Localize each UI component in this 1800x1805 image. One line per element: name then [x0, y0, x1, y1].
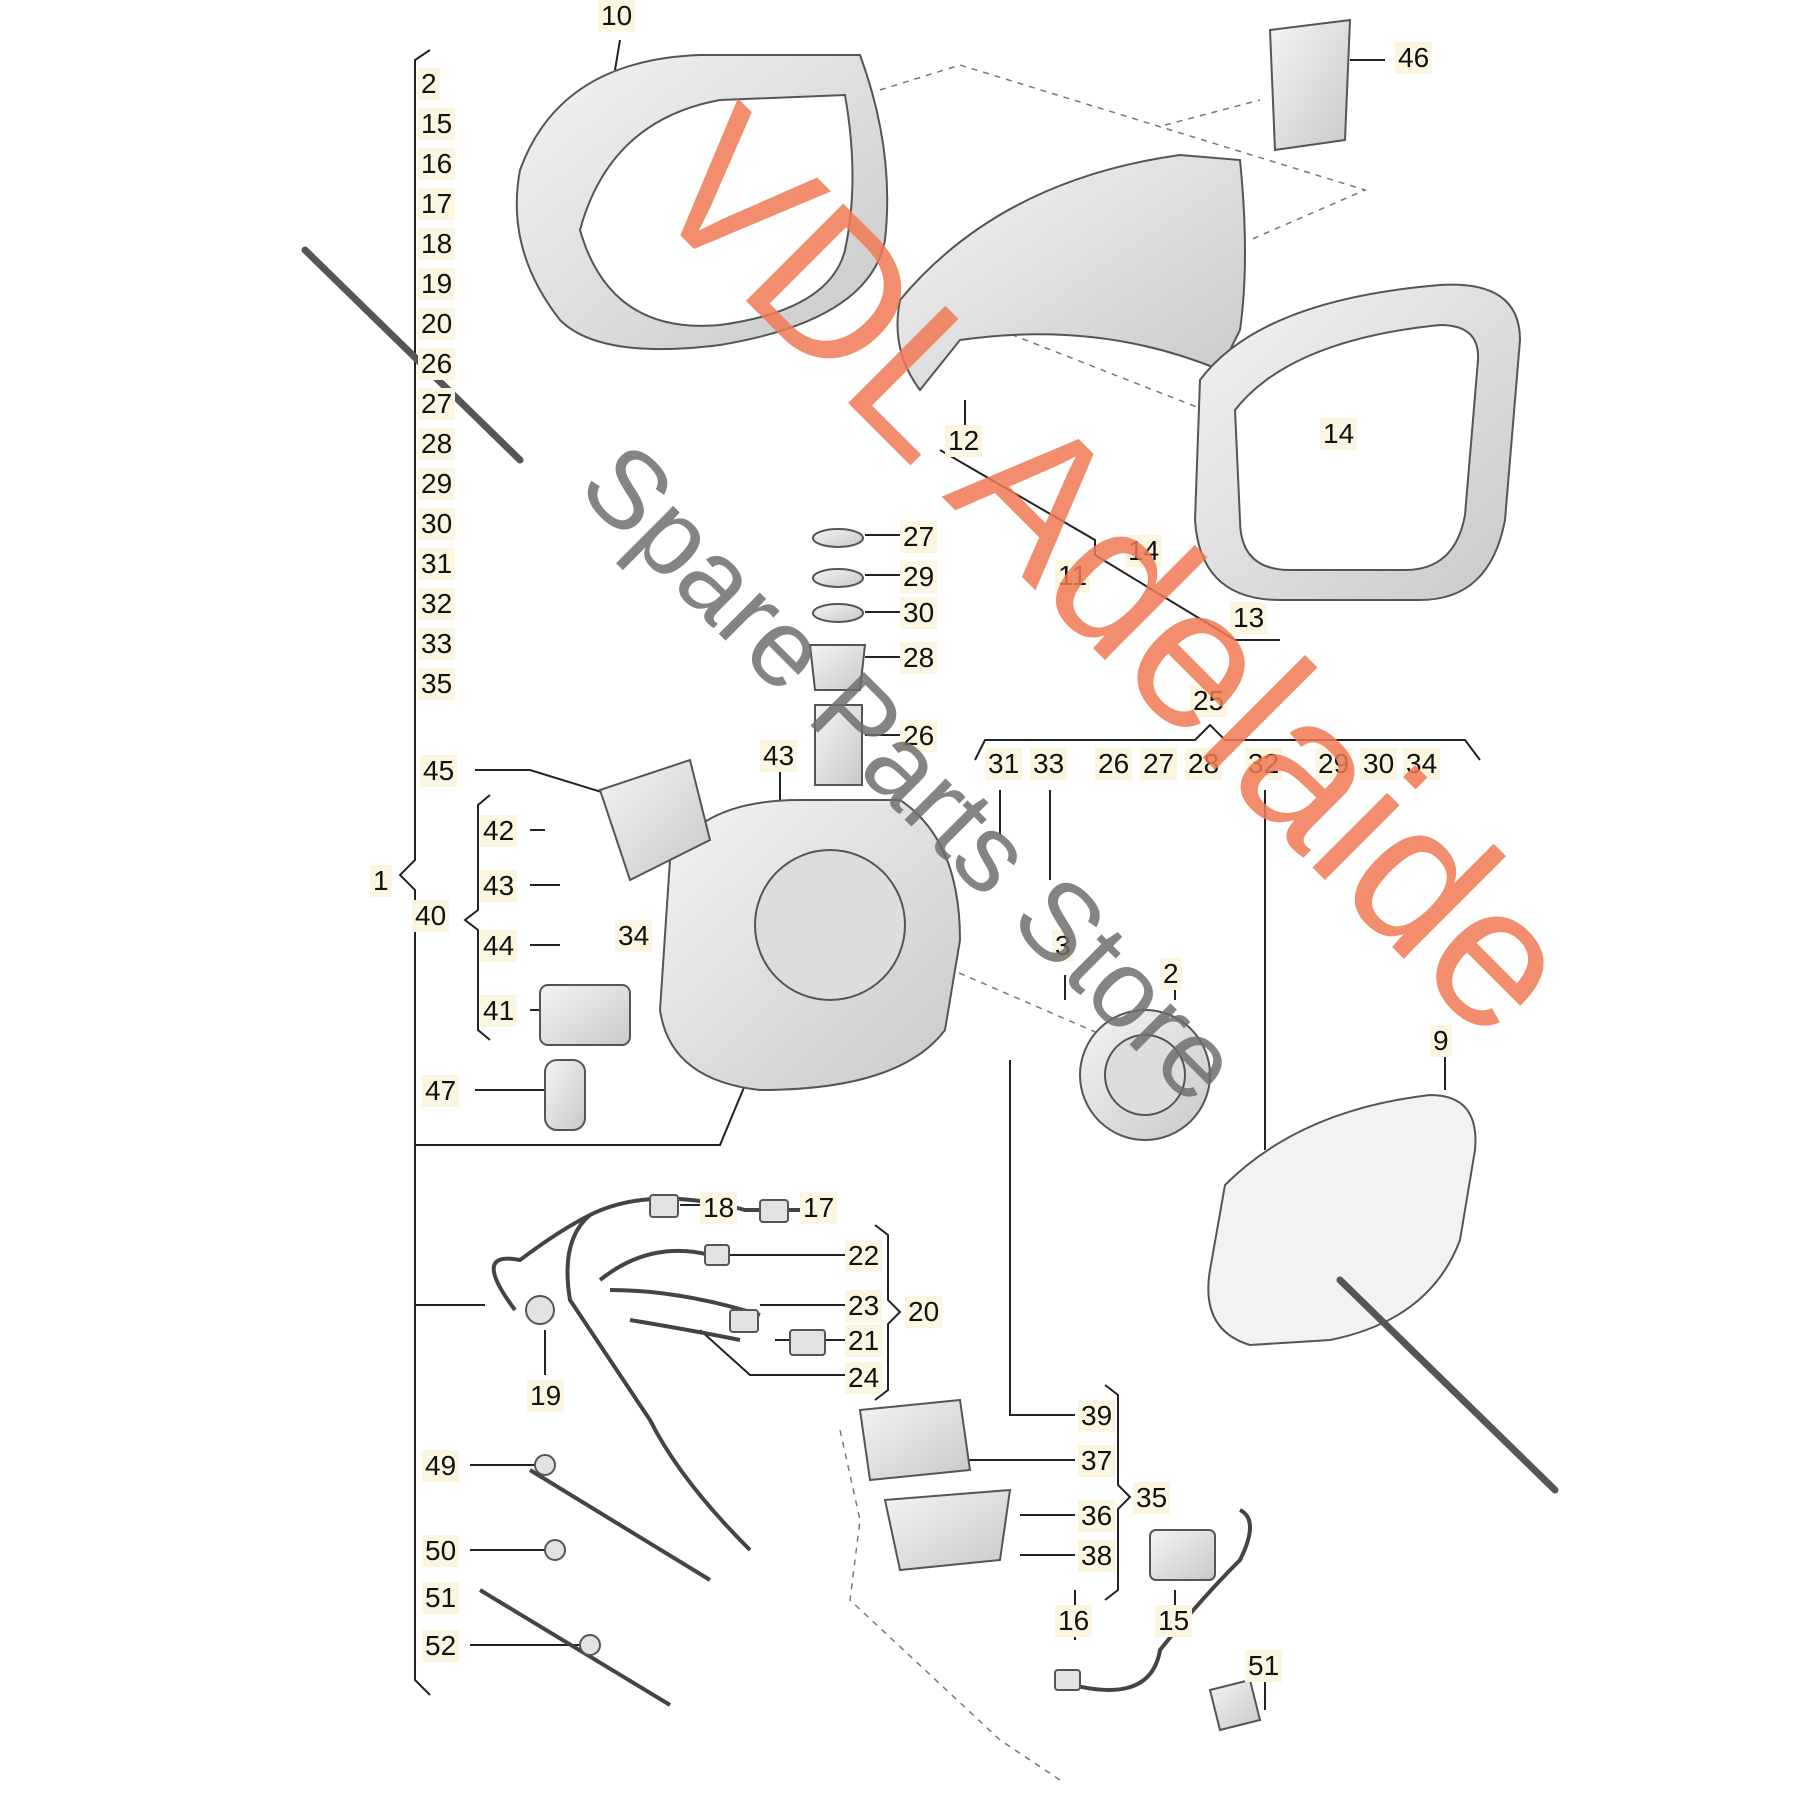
- left-column-number: 31: [418, 548, 456, 580]
- frame-36: [883, 1488, 1012, 1572]
- left-column-number: 17: [418, 188, 456, 220]
- callout-c43a: 43: [760, 740, 798, 772]
- left-column-number: 32: [418, 588, 456, 620]
- callout-c3: 3: [1052, 930, 1074, 962]
- callout-c34: 34: [615, 920, 653, 952]
- brace-25: [974, 723, 1481, 761]
- callout-c16: 16: [1055, 1605, 1093, 1637]
- callout-c29: 29: [900, 561, 938, 593]
- callout-c52: 52: [422, 1630, 460, 1662]
- callout-c1: 1: [370, 865, 392, 897]
- callout-c36: 36: [1078, 1500, 1116, 1532]
- callout-r30: 30: [1360, 748, 1398, 780]
- callout-r29: 29: [1315, 748, 1353, 780]
- callout-r28: 28: [1185, 748, 1223, 780]
- left-column-number: 18: [418, 228, 456, 260]
- callout-r33: 33: [1030, 748, 1068, 780]
- callout-c47: 47: [422, 1075, 460, 1107]
- callout-c22: 22: [845, 1240, 883, 1272]
- callout-c41: 41: [480, 995, 518, 1027]
- callout-r31: 31: [985, 748, 1023, 780]
- spring-26: [814, 704, 863, 786]
- callout-c51: 51: [422, 1582, 460, 1614]
- callout-c45: 45: [420, 755, 458, 787]
- callout-c20: 20: [905, 1296, 943, 1328]
- callout-c50: 50: [422, 1535, 460, 1567]
- connector-15: [1149, 1529, 1216, 1581]
- left-column-number: 2: [418, 68, 440, 100]
- callout-c12: 12: [945, 425, 983, 457]
- callout-c10: 10: [598, 0, 636, 32]
- callout-c2: 2: [1160, 958, 1182, 990]
- callout-c49: 49: [422, 1450, 460, 1482]
- callout-c14b: 14: [1125, 535, 1163, 567]
- callout-c15: 15: [1155, 1605, 1193, 1637]
- callout-r27: 27: [1140, 748, 1178, 780]
- left-column-number: 35: [418, 668, 456, 700]
- callout-c18: 18: [700, 1192, 738, 1224]
- glass-9: [1207, 1093, 1477, 1347]
- left-column-number: 20: [418, 308, 456, 340]
- bracket-45: [598, 758, 712, 882]
- left-column-number: 29: [418, 468, 456, 500]
- callout-c38: 38: [1078, 1540, 1116, 1572]
- housing-12: [896, 153, 1246, 392]
- motor-47: [544, 1059, 586, 1131]
- callout-c51b: 51: [1245, 1650, 1283, 1682]
- callout-c23: 23: [845, 1290, 883, 1322]
- brace-40: [463, 794, 491, 1041]
- callout-c17: 17: [800, 1192, 838, 1224]
- callout-r34: 34: [1403, 748, 1441, 780]
- clip-51b: [1208, 1678, 1262, 1732]
- callout-c11: 11: [1055, 560, 1091, 592]
- callout-c13: 13: [1230, 602, 1268, 634]
- left-column-number: 26: [418, 348, 456, 380]
- left-column-number: 33: [418, 628, 456, 660]
- callout-c24: 24: [845, 1362, 883, 1394]
- callout-c35: 35: [1133, 1482, 1171, 1514]
- left-column-number: 30: [418, 508, 456, 540]
- left-column-number: 27: [418, 388, 456, 420]
- callout-c14a: 14: [1320, 418, 1358, 450]
- bush-28: [808, 644, 867, 691]
- brace-35: [1104, 1384, 1132, 1601]
- main-brace: [398, 49, 431, 1696]
- callout-c25: 25: [1190, 685, 1228, 717]
- callout-r32: 32: [1245, 748, 1283, 780]
- callout-c21: 21: [845, 1325, 883, 1357]
- ring-27: [812, 528, 864, 548]
- callout-c26: 26: [900, 720, 938, 752]
- callout-c43b: 43: [480, 870, 518, 902]
- callout-c46: 46: [1395, 42, 1433, 74]
- left-column-number: 16: [418, 148, 456, 180]
- cover-46: [1268, 18, 1352, 152]
- left-column-number: 15: [418, 108, 456, 140]
- brace-20: [874, 1224, 902, 1401]
- callout-r26: 26: [1095, 748, 1133, 780]
- callout-c19: 19: [527, 1380, 565, 1412]
- left-column-number: 28: [418, 428, 456, 460]
- callout-c44: 44: [480, 930, 518, 962]
- module-41: [539, 984, 631, 1046]
- callout-c40: 40: [412, 900, 450, 932]
- frame-37: [858, 1398, 972, 1482]
- callout-c28: 28: [900, 642, 938, 674]
- callout-c42: 42: [480, 815, 518, 847]
- callout-c37: 37: [1078, 1445, 1116, 1477]
- left-column-number: 19: [418, 268, 456, 300]
- callout-c9: 9: [1430, 1025, 1452, 1057]
- callout-c27: 27: [900, 521, 938, 553]
- callout-c30: 30: [900, 597, 938, 629]
- callout-c39: 39: [1078, 1400, 1116, 1432]
